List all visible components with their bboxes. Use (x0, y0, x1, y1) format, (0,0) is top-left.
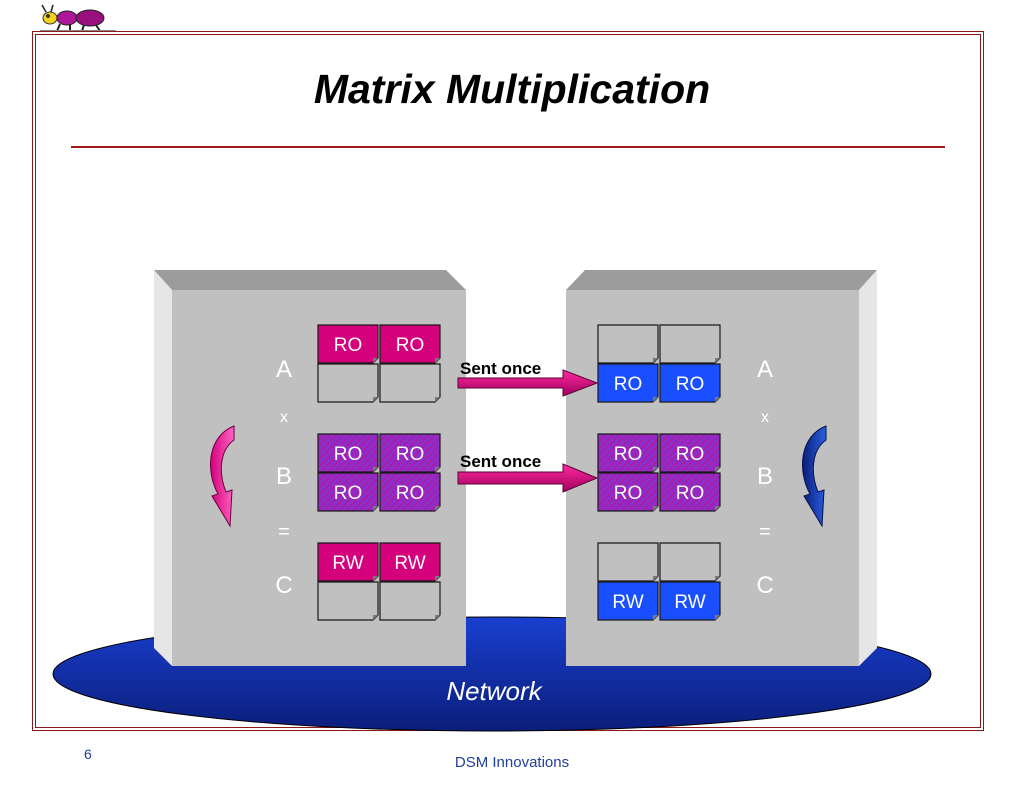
right-label-b: B (757, 463, 773, 490)
sent-once-arrow-bottom (457, 463, 599, 493)
right-matrix-c-bottom-cell-1: RW (597, 581, 659, 621)
right-matrix-b-top-cell-2-label: RO (676, 444, 705, 465)
right-matrix-b-top-cell-2: RO (659, 433, 721, 473)
title-rule (71, 146, 945, 148)
left-matrix-c-top-cell-2: RW (379, 542, 441, 582)
logo-underline (40, 30, 116, 31)
left-matrix-a-bottom-cell-1 (317, 363, 379, 403)
right-matrix-a-bottom-cell-2-label: RO (676, 374, 705, 395)
left-matrix-b-top-cell-1: RO (317, 433, 379, 473)
footer-brand: DSM Innovations (454, 754, 570, 771)
left-label-x: x (280, 409, 288, 426)
left-matrix-a-top-cell-1-label: RO (334, 335, 363, 356)
slide-title: Matrix Multiplication (313, 66, 711, 112)
left-matrix-c-bottom-cell-1 (317, 581, 379, 621)
left-label-eq: = (278, 521, 290, 543)
right-matrix-c-bottom-cell-1-label: RW (612, 592, 643, 613)
page-number: 6 (84, 746, 92, 762)
left-label-a: A (276, 356, 292, 383)
sent-once-label-top: Sent once (460, 359, 541, 378)
left-label-c: C (275, 572, 292, 599)
right-matrix-a-top-cell-1 (597, 324, 659, 364)
right-label-a: A (757, 356, 773, 383)
left-matrix-a-top-cell-2: RO (379, 324, 441, 364)
right-matrix-b-bottom-cell-1-label: RO (614, 483, 643, 504)
right-label-eq: = (759, 521, 771, 543)
left-matrix-b-bottom-cell-2: RO (379, 472, 441, 512)
left-matrix-c-top-cell-1: RW (317, 542, 379, 582)
left-matrix-b-bottom-cell-1-label: RO (334, 483, 363, 504)
right-label-c: C (756, 572, 773, 599)
right-matrix-c-bottom-cell-2-label: RW (674, 592, 705, 613)
right-matrix-c-top-cell-2 (659, 542, 721, 582)
right-matrix-a-top-cell-2 (659, 324, 721, 364)
right-matrix-b-bottom-cell-1: RO (597, 472, 659, 512)
left-matrix-b-bottom-cell-1: RO (317, 472, 379, 512)
left-label-b: B (276, 463, 292, 490)
left-matrix-c-top-cell-1-label: RW (332, 553, 363, 574)
sent-once-label-bottom: Sent once (460, 452, 541, 471)
right-matrix-a-bottom-cell-2: RO (659, 363, 721, 403)
sent-once-arrow-top (457, 369, 599, 397)
left-matrix-b-top-cell-2: RO (379, 433, 441, 473)
right-matrix-c-top-cell-1 (597, 542, 659, 582)
right-matrix-a-bottom-cell-1: RO (597, 363, 659, 403)
network-label: Network (446, 676, 543, 706)
right-label-x: x (761, 409, 769, 426)
right-curl-arrow-icon (802, 425, 827, 528)
right-matrix-c-bottom-cell-2: RW (659, 581, 721, 621)
right-matrix-a-bottom-cell-1-label: RO (614, 374, 643, 395)
left-matrix-b-bottom-cell-2-label: RO (396, 483, 425, 504)
left-matrix-c-bottom-cell-2 (379, 581, 441, 621)
left-matrix-b-top-cell-1-label: RO (334, 444, 363, 465)
right-matrix-b-bottom-cell-2: RO (659, 472, 721, 512)
left-matrix-a-top-cell-2-label: RO (396, 335, 425, 356)
left-curl-arrow-icon (210, 425, 235, 528)
left-matrix-a-top-cell-1: RO (317, 324, 379, 364)
left-matrix-c-top-cell-2-label: RW (394, 553, 425, 574)
right-matrix-b-bottom-cell-2-label: RO (676, 483, 705, 504)
right-matrix-b-top-cell-1-label: RO (614, 444, 643, 465)
left-matrix-a-bottom-cell-2 (379, 363, 441, 403)
left-matrix-b-top-cell-2-label: RO (396, 444, 425, 465)
right-matrix-b-top-cell-1: RO (597, 433, 659, 473)
